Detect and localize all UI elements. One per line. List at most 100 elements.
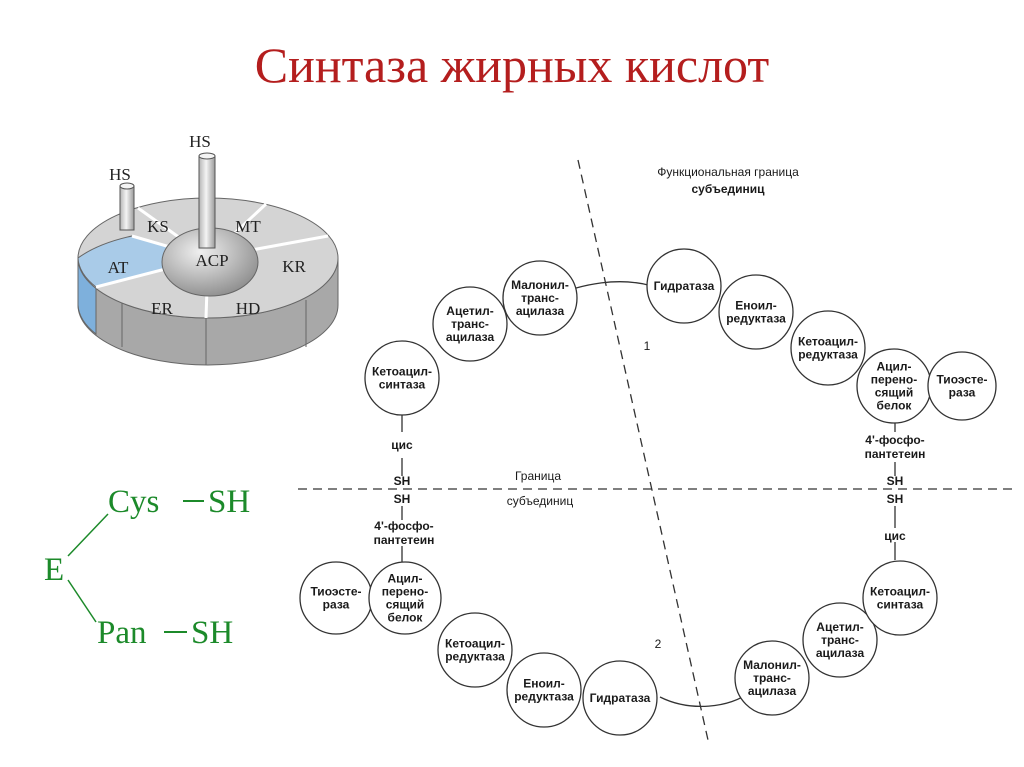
top-enoyl-reductase-node: Еноил-редуктаза [718,274,794,350]
bottom-thioesterase-label: Тиоэсте- [310,585,361,599]
unit-label-1: 1 [644,339,651,353]
bottom-acetyl-transacylase-label: Ацетил- [816,620,863,634]
top-ketoacyl-reductase-label: Кетоацил- [798,335,858,349]
top-enoyl-reductase-label: Еноил- [735,299,777,313]
hs-pillar-left [119,185,135,231]
top-thioesterase-circle [927,351,997,421]
functional-boundary-label-1: Функциональная граница [657,165,799,179]
top-acetyl-transacylase-label: транс- [451,317,489,331]
top-thioesterase-label: Тиоэсте- [936,373,987,387]
enzyme-chains: Кетоацил-синтазаАцетил-транс-ацилазаМало… [299,248,997,736]
hs-pillar-center-cap [198,152,216,160]
segment-label-kr: KR [282,257,306,276]
bottom-malonyl-transacylase-label: ацилаза [748,684,797,698]
right-link-pantetheine-2: пантетеин [865,447,926,461]
bottom-malonyl-transacylase-node: Малонил-транс-ацилаза [734,640,810,716]
bottom-malonyl-transacylase-circle [734,640,810,716]
formula-root: E [44,552,64,588]
top-ketoacyl-synthase-label: Кетоацил- [372,365,432,379]
bottom-thioesterase-label: раза [323,598,350,612]
right-link-cis: цис [884,529,906,543]
subunit-boundary-label-1: Граница [515,469,561,483]
top-ketoacyl-reductase-label: редуктаза [798,348,858,362]
bottom-hydratase-label: Гидратаза [590,691,651,705]
left-link-pantetheine-2: пантетеин [374,533,435,547]
top-hydratase-node: Гидратаза [646,248,722,324]
segment-label-ks: KS [147,217,169,236]
top-malonyl-transacylase-label: транс- [521,291,559,305]
bottom-acetyl-transacylase-label: транс- [821,633,859,647]
left-link-pantetheine-1: 4'-фосфо- [374,519,433,533]
top-acetyl-transacylase-label: Ацетил- [446,304,493,318]
formula-cys: Cys [108,484,159,520]
top-ketoacyl-synthase-label: синтаза [379,378,426,392]
top-malonyl-transacylase-circle [502,260,578,336]
bottom-enoyl-reductase-circle [506,652,582,728]
hs-label-center: HS [189,132,211,151]
formula-bond-top [67,513,109,557]
bottom-thioesterase-node: Тиоэсте-раза [299,561,373,635]
bottom-malonyl-transacylase-label: транс- [753,671,791,685]
top-acyl-carrier-protein-label: сящий [875,386,914,400]
hs-label-left: HS [109,165,131,184]
functional-boundary-line [577,159,709,741]
hs-pillar-center [198,155,216,249]
top-enoyl-reductase-circle [718,274,794,350]
subunit-boundary-label-2: субъединиц [507,494,574,508]
formula-pan-sh: SH [191,615,233,651]
right-link-sh-top: SH [887,474,904,488]
unit-label-2: 2 [655,637,662,651]
bottom-ketoacyl-reductase-circle [437,612,513,688]
bottom-enoyl-reductase-label: редуктаза [514,690,574,704]
top-acetyl-transacylase-node: Ацетил-транс-ацилаза [432,286,508,362]
bottom-ketoacyl-synthase-circle [862,560,938,636]
bottom-acyl-carrier-protein-circle [368,561,442,635]
formula-cys-sh: SH [208,484,250,520]
hs-pillar-left-cap [119,182,135,190]
fas-dimer-diagram: Кетоацил-синтазаАцетил-транс-ацилазаМало… [298,159,1018,741]
segment-label-at: AT [108,258,129,277]
bottom-acetyl-transacylase-circle [802,602,878,678]
bottom-acyl-carrier-protein-label: Ацил- [387,572,422,586]
bottom-hydratase-circle [582,660,658,736]
right-link-sh-bottom: SH [887,492,904,506]
left-link-cis: цис [391,438,413,452]
bottom-connector [659,691,751,707]
acp-label: ACP [195,251,228,270]
top-acyl-carrier-protein-label: белок [877,399,913,413]
top-malonyl-transacylase-label: Малонил- [511,278,569,292]
bottom-enoyl-reductase-node: Еноил-редуктаза [506,652,582,728]
formula-pan: Pan [97,615,147,651]
bottom-ketoacyl-reductase-label: Кетоацил- [445,637,505,651]
bottom-acetyl-transacylase-node: Ацетил-транс-ацилаза [802,602,878,678]
bottom-acyl-carrier-protein-label: перено- [382,585,429,599]
top-ketoacyl-synthase-circle [364,340,440,416]
top-ketoacyl-reductase-circle [790,310,866,386]
bottom-ketoacyl-reductase-node: Кетоацил-редуктаза [437,612,513,688]
segment-label-er: ER [151,299,173,318]
bottom-ketoacyl-synthase-label: синтаза [877,598,924,612]
bottom-ketoacyl-synthase-label: Кетоацил- [870,585,930,599]
bottom-acyl-carrier-protein-label: сящий [386,598,425,612]
top-ketoacyl-reductase-node: Кетоацил-редуктаза [790,310,866,386]
segment-label-hd: HD [236,299,261,318]
top-malonyl-transacylase-node: Малонил-транс-ацилаза [502,260,578,336]
top-thioesterase-node: Тиоэсте-раза [927,351,997,421]
right-link-pantetheine-1: 4'-фосфо- [865,433,924,447]
bottom-ketoacyl-reductase-label: редуктаза [445,650,505,664]
left-link-sh-bottom: SH [394,492,411,506]
bottom-acyl-carrier-protein-label: белок [388,611,424,625]
formula-bond-bottom [67,579,97,623]
segment-label-mt: MT [235,217,261,236]
bottom-enoyl-reductase-label: Еноил- [523,677,565,691]
top-acyl-carrier-protein-label: Ацил- [876,360,911,374]
bottom-acetyl-transacylase-label: ацилаза [816,646,865,660]
fas-disk-model: HS HS KS MT KR HD ER AT ACP [77,132,339,366]
bottom-hydratase-node: Гидратаза [582,660,658,736]
top-thioesterase-label: раза [949,386,976,400]
top-hydratase-label: Гидратаза [654,279,715,293]
bottom-ketoacyl-synthase-node: Кетоацил-синтаза [862,560,938,636]
